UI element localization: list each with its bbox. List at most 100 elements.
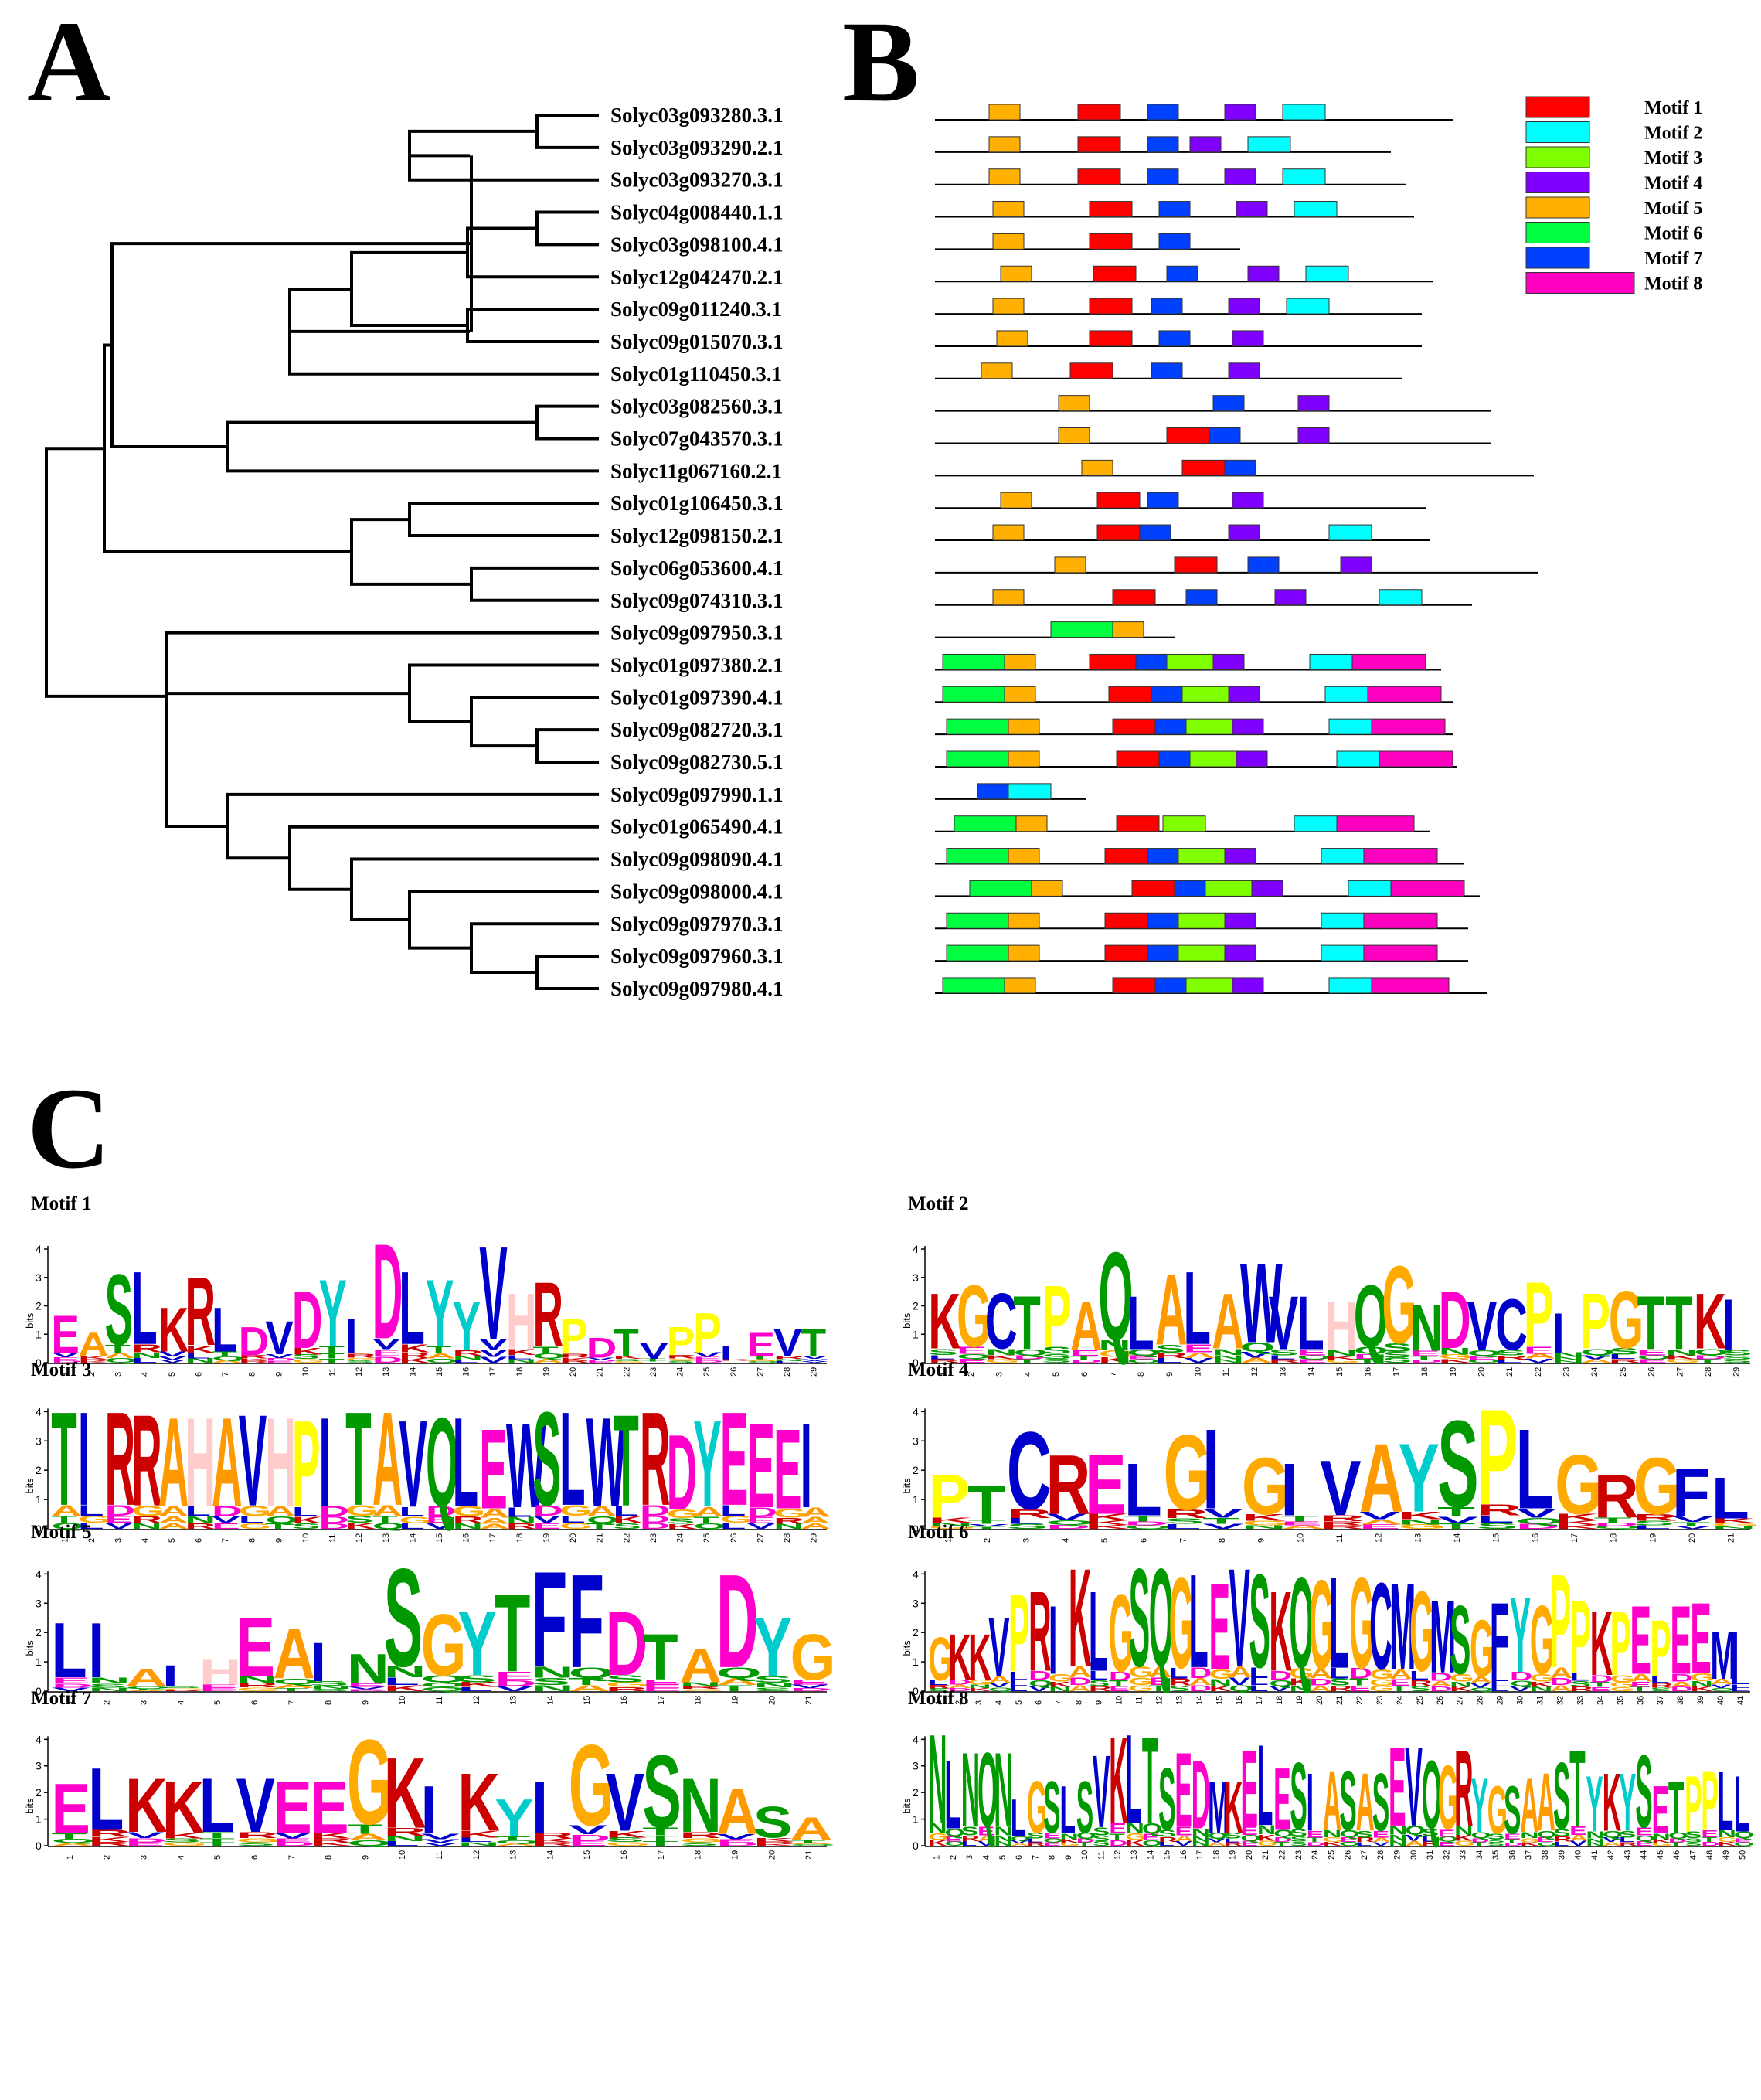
logo-letter: Q [426,1357,459,1363]
logo-y-tick-label: 0 [913,1356,919,1369]
logo-letter: K [929,1516,974,1524]
logo-letter: G [773,1506,807,1520]
logo-letter: N [1439,1346,1471,1356]
logo-position-label: 15 [583,1850,592,1860]
motif-box-5 [988,104,1021,121]
logo-letter: Q [716,1664,762,1681]
logo-letter: R [131,1514,162,1525]
logo-letter: A [586,1503,617,1520]
logo-letter: T [746,1356,773,1360]
logo-letter: S [1076,1766,1093,1849]
logo-letter: W [586,1391,627,1533]
logo-letter: E [1637,1359,1668,1364]
logo-letter: V [479,1348,508,1359]
logo-letter: E [957,1345,987,1356]
motif-box-7 [1147,492,1179,509]
logo-letter: K [1269,1567,1292,1695]
logo-letter: R [667,1355,698,1360]
motif-box-5 [1031,880,1063,897]
logo-letter: M [1208,1766,1229,1849]
logo-letter: Q [1516,1516,1564,1526]
logo-letter: E [1241,1840,1258,1847]
logo-position-label: 10 [398,1696,407,1705]
logo-letter: A [1229,1663,1253,1681]
logo-position-label: 12 [355,1367,364,1377]
logo-letter: G [345,1502,379,1519]
logo-letter: N [453,1355,484,1360]
logo-letter: D [372,1355,403,1364]
logo-letter: Q [51,1521,84,1530]
logo-letter: S [1093,1834,1110,1843]
logo-letter: D [239,1319,270,1364]
logo-letter: V [51,1686,90,1692]
logo-letter: S [1290,1744,1307,1850]
logo-position-label: 10 [1115,1696,1124,1705]
logo-letter: T [640,1358,666,1361]
logo-letter: K [78,1356,109,1360]
logo-letter: R [453,1349,484,1357]
logo-letter: G [720,1514,753,1525]
logo-letter: K [613,1355,644,1360]
logo-position-label: 5 [213,1700,223,1705]
logo-position-label: 17 [1255,1696,1264,1705]
sequence-logo: Motif 101234bitsDEVE1KRKA2QATS3LNRL4VVVK… [24,1193,828,1377]
logo-letter: V [1405,1833,1423,1843]
logo-position-label: 15 [1335,1367,1345,1377]
logo-position-label: 29 [1732,1367,1742,1377]
logo-letter: A [105,1351,136,1360]
logo-letter: K [1555,1524,1600,1530]
motif-box-1 [1093,265,1137,282]
logo-letter: E [1467,1355,1497,1361]
logo-letter: E [1537,1836,1554,1843]
logo-letter: N [506,1516,537,1526]
logo-letter: Q [790,1844,836,1846]
logo-position-label: 20 [569,1533,578,1543]
logo-title: Motif 7 [31,1688,91,1709]
logo-letter: L [1329,1550,1348,1695]
logo-letter: I [801,1398,812,1533]
logo-position-label: 4 [141,1372,150,1377]
legend-swatch-1 [1525,96,1590,118]
logo-position-label: 49 [1722,1850,1731,1860]
logo-letter: R [1422,1840,1441,1847]
logo-letter: E [720,1385,749,1534]
logo-position-label: 15 [583,1696,592,1705]
motif-box-7 [1158,330,1191,347]
logo-position-label: 5 [1052,1372,1061,1377]
logo-letter: S [310,1688,348,1692]
logo-letter: G [1257,1840,1277,1847]
logo-position-label: 1 [66,1855,75,1860]
logo-letter: V [1269,1281,1299,1367]
logo-letter: G [606,1841,651,1846]
logo-position-label: 32 [1555,1696,1565,1705]
logo-letter: L [1553,1840,1569,1846]
logo-letter: L [1297,1281,1324,1367]
logo-letter: E [533,1521,561,1530]
logo-position-label: 1 [933,1855,942,1860]
logo-position-label: 11 [328,1534,338,1543]
logo-letter: Q [265,1515,298,1526]
logo-letter: D [1269,1669,1292,1683]
logo-letter: G [1049,1672,1073,1684]
logo-position-label: 14 [546,1850,555,1860]
logo-letter: A [1070,1288,1103,1366]
logo-letter: S [533,1385,562,1534]
logo-letter: V [967,1523,1009,1527]
logo-letter: Q [1273,1828,1294,1839]
logo-letter: L [1189,1546,1209,1696]
logo-letter: Q [1208,1831,1228,1840]
logo-letter: D [948,1687,971,1692]
motif-box-5 [1008,750,1040,768]
logo-letter: N [185,1357,216,1364]
logo-letter: G [1438,1748,1458,1850]
logo-letter: G [162,1842,208,1847]
logo-letter: R [1477,1502,1521,1519]
logo-letter: S [1487,1842,1504,1846]
logo-letter: A [977,1834,996,1843]
logo-letter: N [753,1682,796,1689]
logo-position-label: 17 [1195,1850,1205,1860]
logo-letter: N [928,1820,947,1836]
logo-letter: Q [957,1353,991,1360]
logo-letter: K [753,1843,796,1846]
logo-letter: E [944,1835,961,1843]
